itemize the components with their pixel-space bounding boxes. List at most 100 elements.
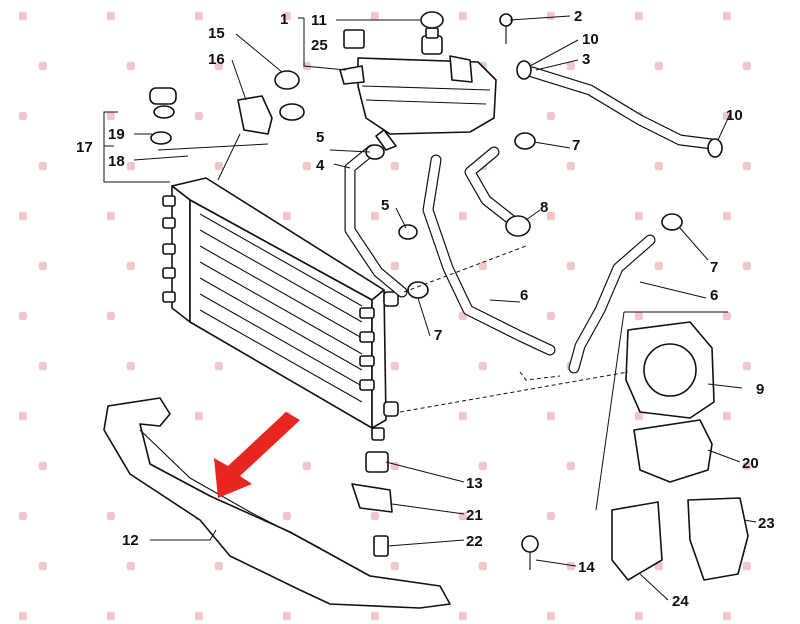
watermark-mark (546, 512, 555, 520)
watermark-mark (370, 212, 379, 220)
connection-lines (399, 245, 629, 413)
watermark-mark (390, 262, 399, 270)
label-part-1: 1 (280, 11, 288, 28)
watermark-mark (106, 112, 115, 120)
watermark-mark (458, 412, 467, 420)
label-part-15: 15 (208, 25, 225, 42)
watermark-mark (654, 162, 663, 170)
label-part-6b: 6 (710, 287, 718, 304)
label-part-6a: 6 (520, 287, 528, 304)
label-part-25: 25 (311, 37, 328, 54)
watermark-mark (126, 562, 135, 570)
label-part-8: 8 (540, 199, 548, 216)
label-part-9: 9 (756, 381, 764, 398)
watermark-mark (302, 462, 311, 470)
fan-and-clamp-parts (611, 321, 749, 581)
watermark-mark (458, 612, 467, 620)
watermark-mark (742, 262, 751, 270)
watermark-mark (18, 412, 27, 420)
label-part-17: 17 (76, 139, 93, 156)
watermark-mark (654, 562, 663, 570)
watermark-mark (282, 12, 291, 20)
watermark-mark (722, 112, 731, 120)
watermark-mark (566, 162, 575, 170)
label-part-20: 20 (742, 455, 759, 472)
watermark-mark (126, 362, 135, 370)
watermark-mark (742, 562, 751, 570)
watermark-mark (546, 312, 555, 320)
watermark-mark (38, 362, 47, 370)
label-part-21: 21 (466, 507, 483, 524)
watermark-mark (546, 212, 555, 220)
label-part-10b: 10 (726, 107, 743, 124)
label-part-13: 13 (466, 475, 483, 492)
hoses (344, 66, 718, 374)
red-callout-arrow (214, 412, 300, 498)
watermark-mark (478, 262, 487, 270)
label-part-18: 18 (108, 153, 125, 170)
watermark-mark (106, 612, 115, 620)
watermark-mark (38, 462, 47, 470)
watermark-mark (654, 262, 663, 270)
watermark-mark (106, 312, 115, 320)
label-part-24: 24 (672, 593, 689, 610)
watermark-mark (18, 212, 27, 220)
watermark-mark (722, 212, 731, 220)
label-part-11: 11 (311, 12, 327, 29)
expansion-tank (339, 27, 497, 151)
radiator (162, 177, 399, 441)
watermark-mark (370, 512, 379, 520)
watermark-mark (214, 162, 223, 170)
watermark-mark (214, 362, 223, 370)
watermark-mark (634, 412, 643, 420)
watermark-mark (458, 12, 467, 20)
watermark-mark (370, 12, 379, 20)
watermark-mark (390, 562, 399, 570)
watermark-mark (390, 162, 399, 170)
watermark-mark (546, 612, 555, 620)
watermark-mark (18, 512, 27, 520)
watermark-mark (214, 562, 223, 570)
watermark-mark (38, 62, 47, 70)
label-part-7b: 7 (710, 259, 718, 276)
label-part-10a: 10 (582, 31, 599, 48)
label-part-12: 12 (122, 532, 139, 549)
label-part-14: 14 (578, 559, 595, 576)
watermark-mark (18, 112, 27, 120)
watermark-mark (722, 12, 731, 20)
watermark-mark (126, 62, 135, 70)
watermark-mark (742, 162, 751, 170)
watermark-mark (478, 562, 487, 570)
watermark-mark (194, 112, 203, 120)
watermark-mark (194, 412, 203, 420)
watermark-mark (18, 12, 27, 20)
small-parts (149, 11, 723, 570)
watermark-mark (38, 162, 47, 170)
watermark-mark (282, 612, 291, 620)
watermark-mark (654, 62, 663, 70)
watermark-mark (214, 62, 223, 70)
leader-lines (103, 15, 757, 601)
watermark-mark (566, 562, 575, 570)
watermark-mark (194, 612, 203, 620)
watermark-mark (370, 612, 379, 620)
watermark-mark (478, 462, 487, 470)
watermark-mark (566, 62, 575, 70)
label-part-19: 19 (108, 126, 125, 143)
watermark-mark (478, 362, 487, 370)
watermark-mark (38, 562, 47, 570)
watermark-mark (722, 412, 731, 420)
label-part-5b: 5 (381, 197, 389, 214)
watermark-mark (106, 512, 115, 520)
watermark-mark (546, 412, 555, 420)
watermark-mark (634, 612, 643, 620)
watermark-mark (458, 212, 467, 220)
watermark-mark (282, 212, 291, 220)
label-part-5a: 5 (316, 129, 324, 146)
watermark-mark (634, 212, 643, 220)
label-part-7a: 7 (572, 137, 580, 154)
watermark-mark (634, 12, 643, 20)
watermark-mark (390, 362, 399, 370)
label-part-4: 4 (316, 157, 325, 174)
